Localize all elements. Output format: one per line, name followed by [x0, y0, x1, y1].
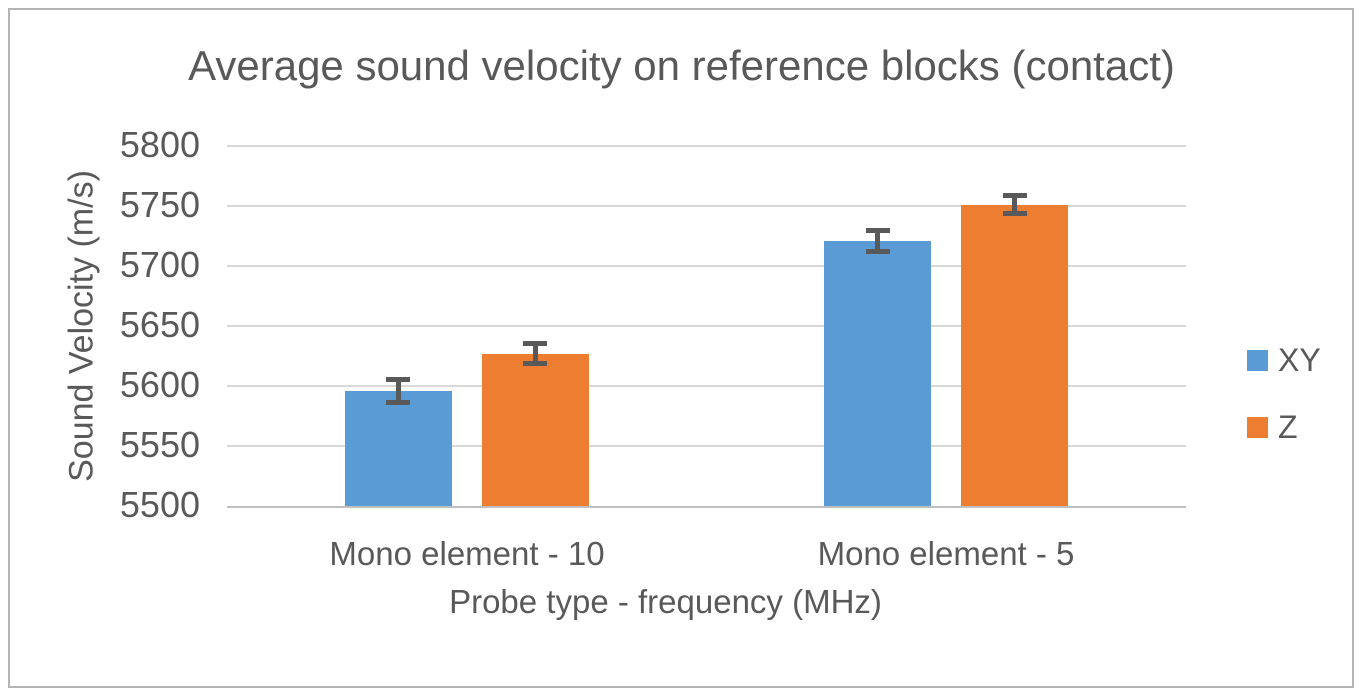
y-tick-label-5750: 5750	[119, 184, 200, 226]
gridline-5650	[227, 325, 1186, 327]
error-bar-cap	[523, 361, 548, 367]
plot-area	[227, 145, 1186, 508]
y-tick-label-5500: 5500	[119, 484, 200, 526]
x-category-label-2: Mono element - 5	[817, 535, 1075, 572]
y-tick-label-5650: 5650	[119, 304, 200, 346]
error-bar-stem	[532, 342, 538, 365]
legend: XY Z	[1247, 342, 1321, 446]
chart-title: Average sound velocity on reference bloc…	[188, 42, 1175, 89]
error-bar-stem	[1012, 195, 1018, 215]
gridline-5550	[227, 445, 1186, 447]
error-bar-cap	[865, 248, 890, 254]
gridline-5800	[227, 145, 1186, 147]
bar-z-group2	[961, 204, 1069, 506]
error-bar-cap	[386, 399, 411, 405]
legend-label-xy: XY	[1278, 342, 1321, 378]
gridline-5600	[227, 385, 1186, 387]
legend-swatch-z	[1247, 416, 1268, 438]
y-tick-label-5800: 5800	[119, 124, 200, 166]
legend-entry-z: Z	[1247, 409, 1321, 446]
y-tick-label-5550: 5550	[119, 424, 200, 466]
bar-xy-group2	[824, 240, 932, 506]
bar-xy-group1	[344, 390, 452, 506]
x-category-label-1: Mono element - 10	[329, 535, 605, 572]
bar-z-group1	[481, 353, 589, 506]
legend-entry-xy: XY	[1247, 342, 1321, 379]
legend-label-z: Z	[1278, 408, 1298, 445]
error-bar-cap	[1002, 211, 1027, 217]
error-bar-stem	[875, 230, 881, 252]
gridline-5700	[227, 265, 1186, 267]
legend-swatch-xy	[1247, 349, 1268, 371]
gridline-5750	[227, 205, 1186, 207]
y-tick-label-5700: 5700	[119, 244, 200, 286]
error-bar-stem	[395, 378, 401, 403]
y-tick-label-5600: 5600	[119, 364, 200, 406]
x-axis-title: Probe type - frequency (MHz)	[449, 583, 882, 620]
